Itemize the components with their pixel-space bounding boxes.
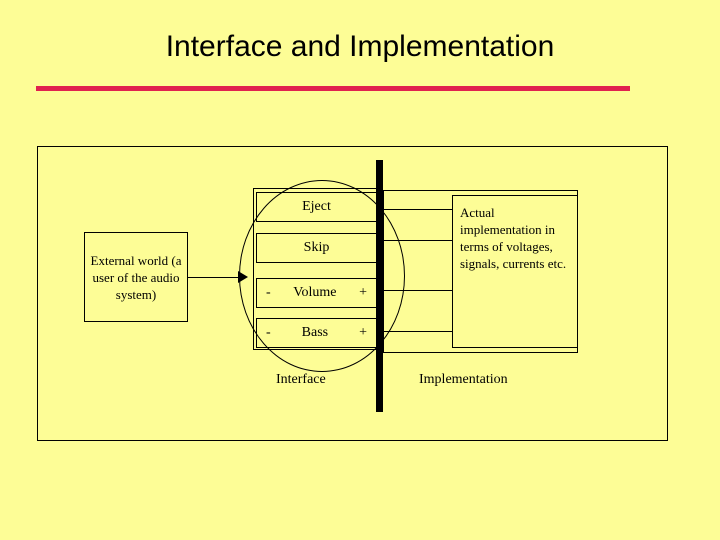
volume-minus-icon[interactable]: - xyxy=(266,285,271,300)
bass-plus-icon[interactable]: + xyxy=(359,325,367,340)
bass-label: Bass xyxy=(301,325,329,340)
page-title: Interface and Implementation xyxy=(165,30,555,63)
eject-button-label: Eject xyxy=(302,199,331,214)
implementation-caption: Implementation xyxy=(419,372,508,387)
implementation-text-box: Actual implementation in terms of voltag… xyxy=(452,195,578,348)
interface-caption: Interface xyxy=(276,372,326,387)
eject-button[interactable]: Eject xyxy=(256,192,377,222)
volume-plus-icon[interactable]: + xyxy=(359,285,367,300)
volume-stepper[interactable]: - Volume + xyxy=(256,278,377,308)
external-world-box: External world (a user of the audio syst… xyxy=(84,232,188,322)
bass-stepper[interactable]: - Bass + xyxy=(256,318,377,348)
volume-label: Volume xyxy=(293,285,337,300)
external-world-label: External world (a user of the audio syst… xyxy=(90,252,182,302)
user-to-interface-arrow-line xyxy=(188,277,240,278)
title-underline-rule xyxy=(36,86,630,91)
interface-implementation-divider-bar xyxy=(376,160,383,412)
bass-minus-icon[interactable]: - xyxy=(266,325,271,340)
diagram-frame xyxy=(37,146,668,441)
interface-boundary-ellipse xyxy=(239,180,405,372)
skip-button-label: Skip xyxy=(303,240,330,255)
implementation-description: Actual implementation in terms of voltag… xyxy=(460,205,567,271)
skip-button[interactable]: Skip xyxy=(256,233,377,263)
